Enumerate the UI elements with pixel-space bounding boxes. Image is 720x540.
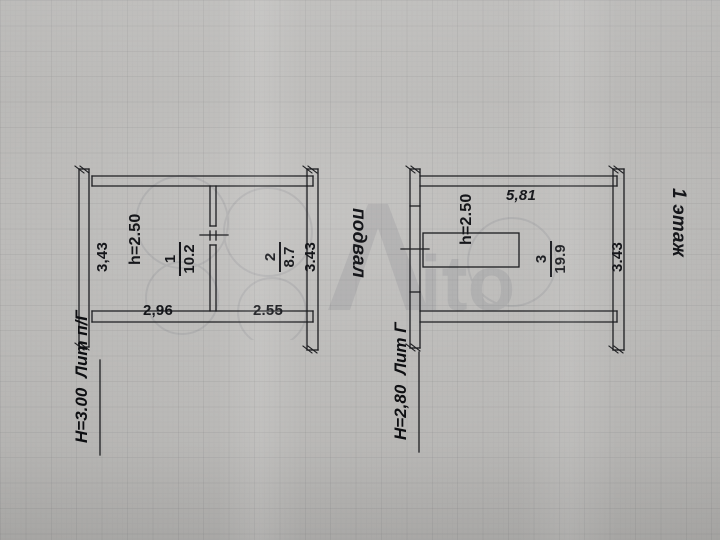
room-2-label: 2 8.7 xyxy=(262,242,298,272)
room-3-label: 3 19.9 xyxy=(533,241,569,277)
left-plan-dim-bottom-right: 2.55 xyxy=(253,302,283,319)
first-floor-label: 1 этаж xyxy=(668,188,689,257)
right-plan-title-lit: Лит Г xyxy=(391,322,410,375)
left-plan-dim-left: 3,43 xyxy=(94,242,111,272)
right-plan-title-height: Н=2,80 xyxy=(391,384,410,440)
left-plan-dim-bottom-left: 2,96 xyxy=(143,302,173,319)
left-plan-title-height: Н=3.00 xyxy=(72,387,91,443)
room-2-area: 8.7 xyxy=(280,246,298,268)
left-plan-dim-right: 3.43 xyxy=(302,242,319,272)
room-2-number: 2 xyxy=(262,252,279,262)
room-1-area: 10.2 xyxy=(180,244,198,274)
right-plan-title: Н=2,80 Лит Г xyxy=(391,322,411,440)
left-plan-ceiling-height: h=2.50 xyxy=(127,213,144,265)
right-plan-ceiling-height: h=2.50 xyxy=(458,193,475,245)
room-3-area: 19.9 xyxy=(551,244,569,274)
left-plan-title-lit: Лит п/Г xyxy=(72,310,91,378)
room-1-label: 1 10.2 xyxy=(162,242,198,276)
right-plan-dim-right: 3.43 xyxy=(609,242,626,272)
room-3-number: 3 xyxy=(533,254,550,264)
room-1-number: 1 xyxy=(162,254,179,264)
left-plan-title: Н=3.00 Лит п/Г xyxy=(72,310,92,443)
basement-label: подвал xyxy=(348,208,369,279)
right-plan-dim-top: 5,81 xyxy=(506,187,536,204)
